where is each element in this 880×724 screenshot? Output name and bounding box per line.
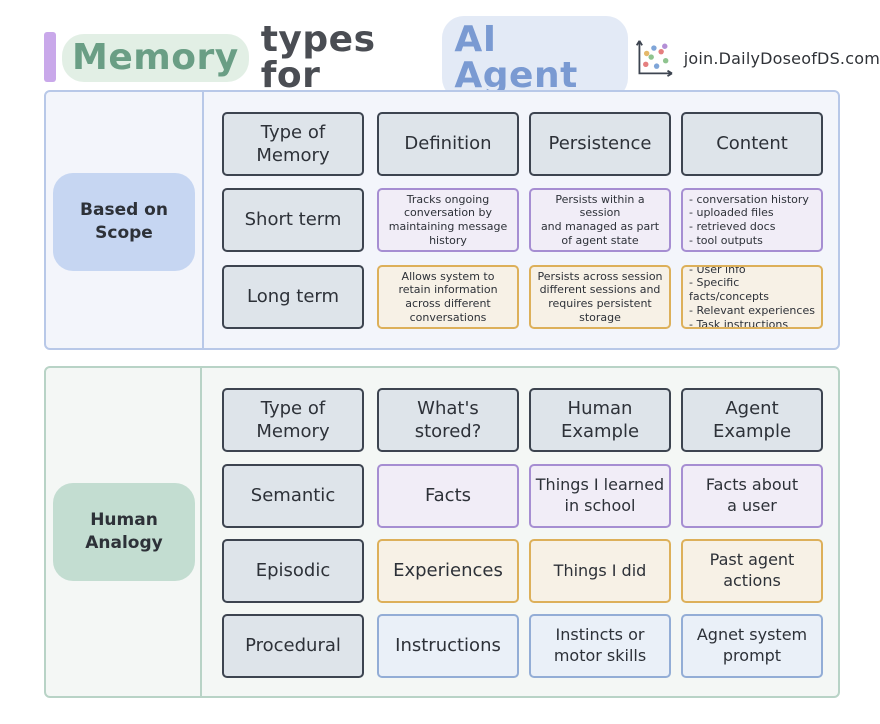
analogy-row-semantic-label: Semantic [222,464,364,528]
scope-header-content: Content [681,112,823,176]
long-term-content: - User info - Specific facts/concepts - … [681,265,823,329]
title-highlight-memory: Memory [62,34,249,82]
episodic-stored: Experiences [377,539,519,603]
scope-panel-divider [202,92,204,348]
scatter-plot-icon [636,40,673,77]
scope-header-definition: Definition [377,112,519,176]
analogy-header-agent-example: Agent Example [681,388,823,452]
semantic-human-example: Things I learned in school [529,464,671,528]
analogy-category-label: Human Analogy [53,483,195,581]
short-term-definition: Tracks ongoing conversation by maintaini… [377,188,519,252]
long-term-definition: Allows system to retain information acro… [377,265,519,329]
scope-header-type: Type of Memory [222,112,364,176]
analogy-panel-divider [200,368,202,696]
short-term-content: - conversation history - uploaded files … [681,188,823,252]
short-term-persistence: Persists within a session and managed as… [529,188,671,252]
procedural-human-example: Instincts or motor skills [529,614,671,678]
scope-row-short-term-label: Short term [222,188,364,252]
analogy-header-stored: What's stored? [377,388,519,452]
episodic-human-example: Things I did [529,539,671,603]
title-text-middle: types for [260,19,376,96]
analogy-header-type: Type of Memory [222,388,364,452]
semantic-stored: Facts [377,464,519,528]
procedural-stored: Instructions [377,614,519,678]
title-accent-bar [44,32,56,82]
scope-row-long-term-label: Long term [222,265,364,329]
analogy-header-human-example: Human Example [529,388,671,452]
title-highlight-ai-agent: AI Agent [442,16,629,100]
site-url: join.DailyDoseofDS.com [683,48,880,68]
semantic-agent-example: Facts about a user [681,464,823,528]
scope-header-persistence: Persistence [529,112,671,176]
analogy-row-procedural-label: Procedural [222,614,364,678]
scope-category-label: Based on Scope [53,173,195,271]
page-title: Memory types for AI Agent join.DailyDose… [62,16,880,100]
procedural-agent-example: Agnet system prompt [681,614,823,678]
long-term-persistence: Persists across session different sessio… [529,265,671,329]
episodic-agent-example: Past agent actions [681,539,823,603]
analogy-row-episodic-label: Episodic [222,539,364,603]
